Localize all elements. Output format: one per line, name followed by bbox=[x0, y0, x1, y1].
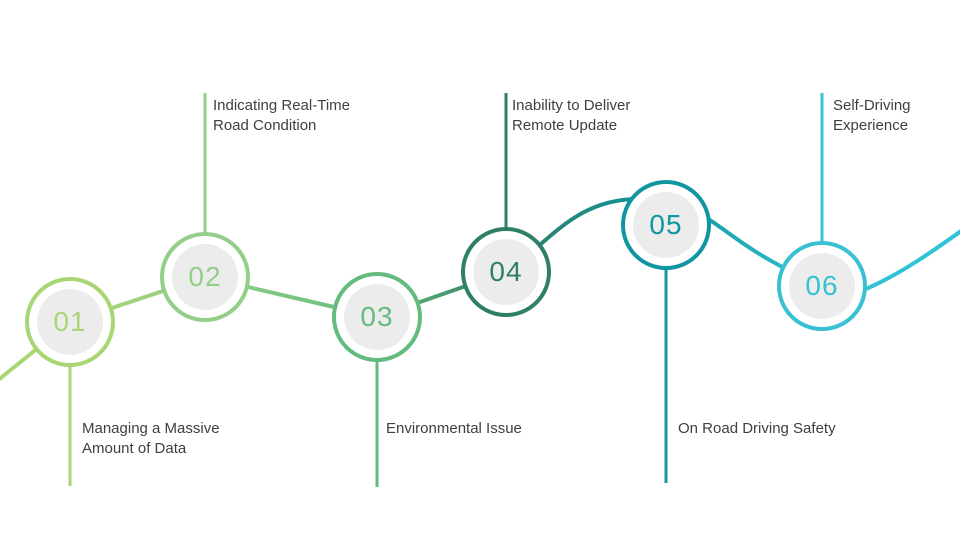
step-05-number: 05 bbox=[633, 192, 699, 258]
step-05-node: 05 bbox=[621, 180, 711, 270]
step-04-circle: 04 bbox=[461, 227, 551, 317]
label-line-1: Self-Driving bbox=[833, 97, 911, 114]
step-01-node: 01 bbox=[25, 277, 115, 367]
label-line-2: Amount of Data bbox=[82, 440, 187, 457]
step-03-circle: 03 bbox=[332, 272, 422, 362]
step-03-label: Environmental Issue bbox=[386, 419, 522, 439]
step-02-number: 02 bbox=[172, 244, 238, 310]
step-06-label: Self-Driving Experience bbox=[833, 96, 911, 136]
step-02-node: 02 bbox=[160, 232, 250, 322]
step-02-label: Indicating Real-Time Road Condition bbox=[213, 96, 350, 136]
label-line-1: Inability to Deliver bbox=[512, 97, 631, 114]
label-line-2: Remote Update bbox=[512, 117, 618, 134]
connector-path bbox=[0, 196, 960, 382]
step-01-label: Managing a Massive Amount of Data bbox=[82, 419, 220, 459]
label-line-1: Indicating Real-Time bbox=[213, 97, 350, 114]
step-01-number: 01 bbox=[37, 289, 103, 355]
step-05-circle: 05 bbox=[621, 180, 711, 270]
step-04-label: Inability to Deliver Remote Update bbox=[512, 96, 630, 136]
step-03-node: 03 bbox=[332, 272, 422, 362]
step-06-number: 06 bbox=[789, 253, 855, 319]
step-04-number: 04 bbox=[473, 239, 539, 305]
step-04-node: 04 bbox=[461, 227, 551, 317]
step-03-number: 03 bbox=[344, 284, 410, 350]
label-line-1: Managing a Massive bbox=[82, 420, 220, 437]
step-01-circle: 01 bbox=[25, 277, 115, 367]
label-line-1: On Road Driving Safety bbox=[678, 420, 836, 437]
label-line-1: Environmental Issue bbox=[386, 420, 522, 437]
label-line-2: Experience bbox=[833, 117, 909, 134]
label-line-2: Road Condition bbox=[213, 117, 317, 134]
step-05-label: On Road Driving Safety bbox=[678, 419, 836, 439]
step-06-node: 06 bbox=[777, 241, 867, 331]
step-06-circle: 06 bbox=[777, 241, 867, 331]
step-02-circle: 02 bbox=[160, 232, 250, 322]
